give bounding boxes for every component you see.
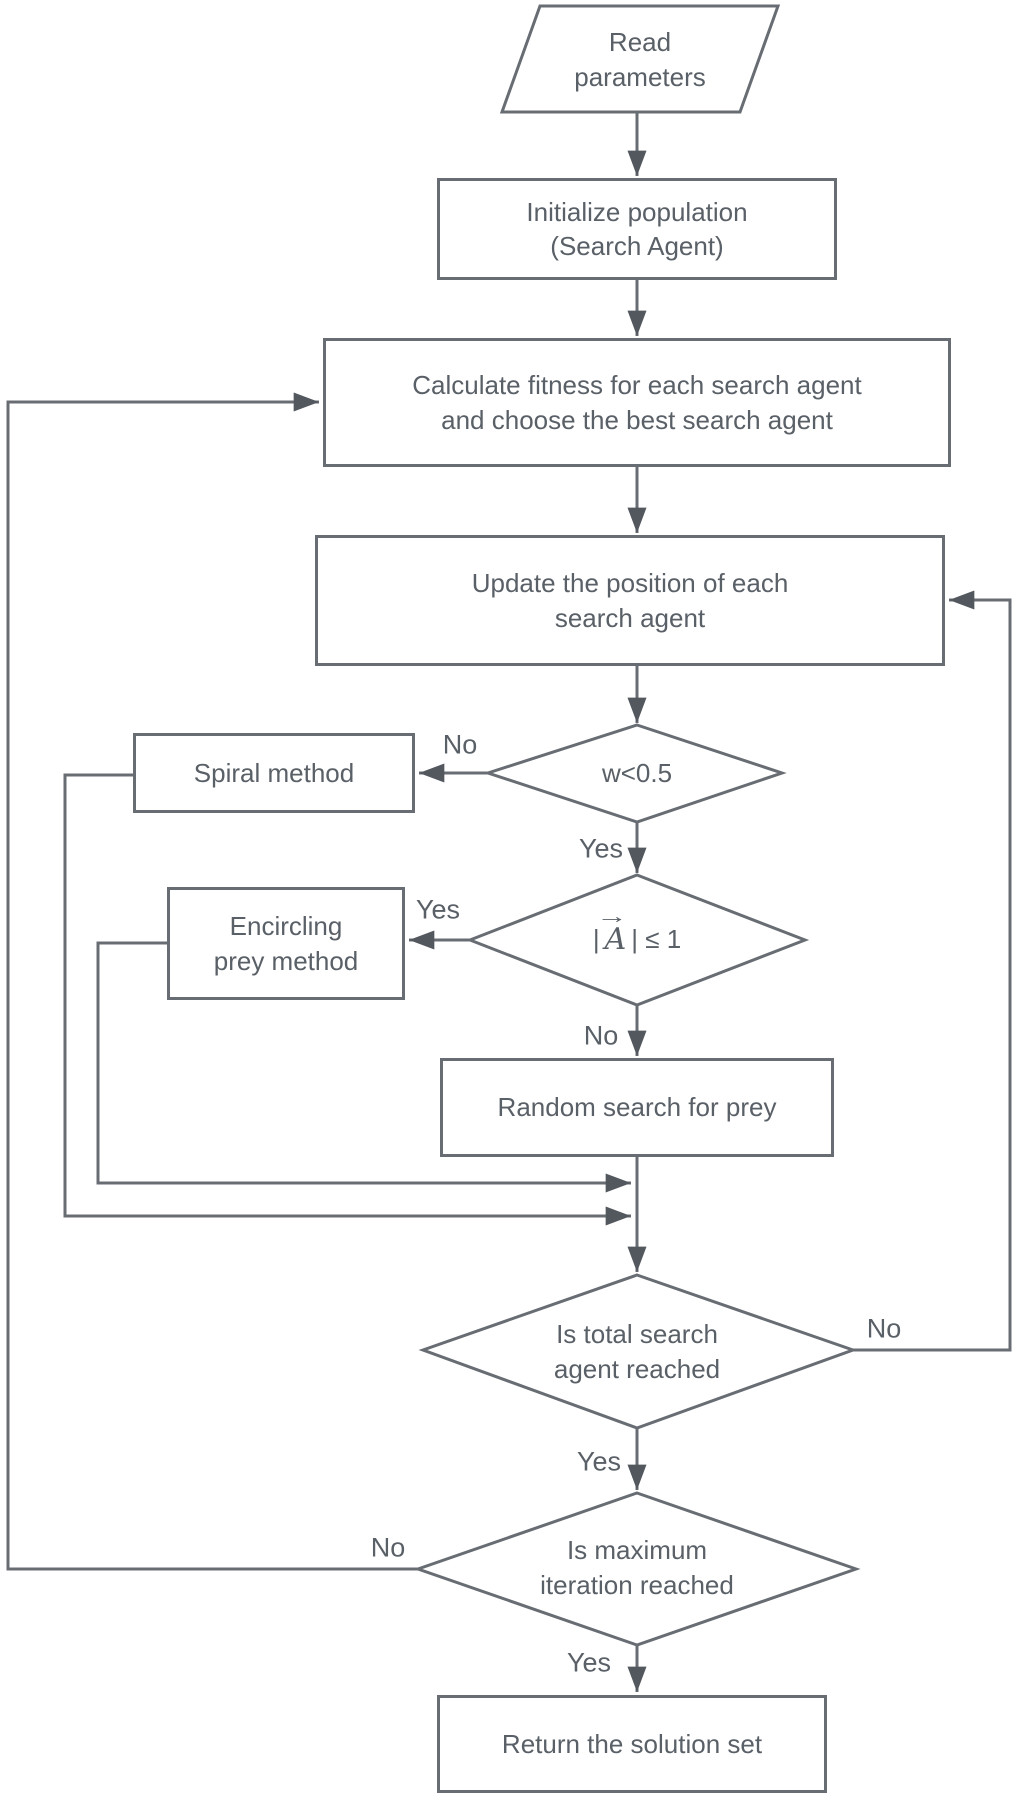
node-random-search: Random search for prey [440, 1058, 834, 1157]
node-update-position: Update the position of each search agent [315, 535, 945, 666]
node-calculate-fitness: Calculate fitness for each search agent … [323, 338, 951, 467]
loop-spiral-to-merge [63, 773, 632, 1226]
edge-label-max-yes: Yes [566, 1647, 612, 1678]
read-parameters-shape [499, 4, 781, 114]
decision-w-label: w<0.5 [601, 758, 673, 789]
node-initialize-population: Initialize population (Search Agent) [437, 178, 837, 280]
spiral-method-label: Spiral method [193, 757, 355, 788]
loop-encircling-to-merge [96, 941, 632, 1193]
decision-a-post: | ≤ 1 [631, 924, 682, 955]
decision-a-var: A [604, 921, 627, 957]
vector-a: →A [596, 905, 632, 961]
decision-total-label: Is total search agent reached [553, 1318, 721, 1384]
node-encircling-prey: Encircling prey method [167, 887, 405, 1000]
return-solution-label: Return the solution set [501, 1728, 763, 1759]
edge-label-max-no: No [370, 1532, 406, 1563]
loop-total-no-to-update [853, 590, 1012, 1352]
decision-a-pre: | [592, 924, 600, 955]
edge-label-w-no: No [442, 729, 478, 760]
loop-max-no-to-calculate [6, 392, 418, 1571]
edge-label-w-yes: Yes [578, 833, 624, 864]
node-spiral-method: Spiral method [133, 733, 415, 813]
edge-label-a-yes: Yes [415, 894, 461, 925]
edge-label-total-yes: Yes [576, 1446, 622, 1477]
edge-label-a-no: No [583, 1020, 619, 1051]
random-search-label: Random search for prey [497, 1092, 777, 1123]
edge-label-total-no: No [866, 1313, 902, 1344]
update-position-label: Update the position of each search agent [471, 568, 789, 633]
decision-max-label: Is maximum iteration reached [540, 1534, 734, 1600]
calculate-fitness-label: Calculate fitness for each search agent … [412, 370, 862, 435]
read-parameters-label: Read parameters [574, 26, 706, 92]
encircling-prey-label: Encircling prey method [213, 911, 359, 976]
decision-a-label: |→A| ≤ 1 [527, 905, 747, 970]
vector-arrow-icon: → [595, 904, 628, 928]
node-return-solution: Return the solution set [437, 1695, 827, 1793]
initialize-population-label: Initialize population (Search Agent) [526, 196, 748, 261]
